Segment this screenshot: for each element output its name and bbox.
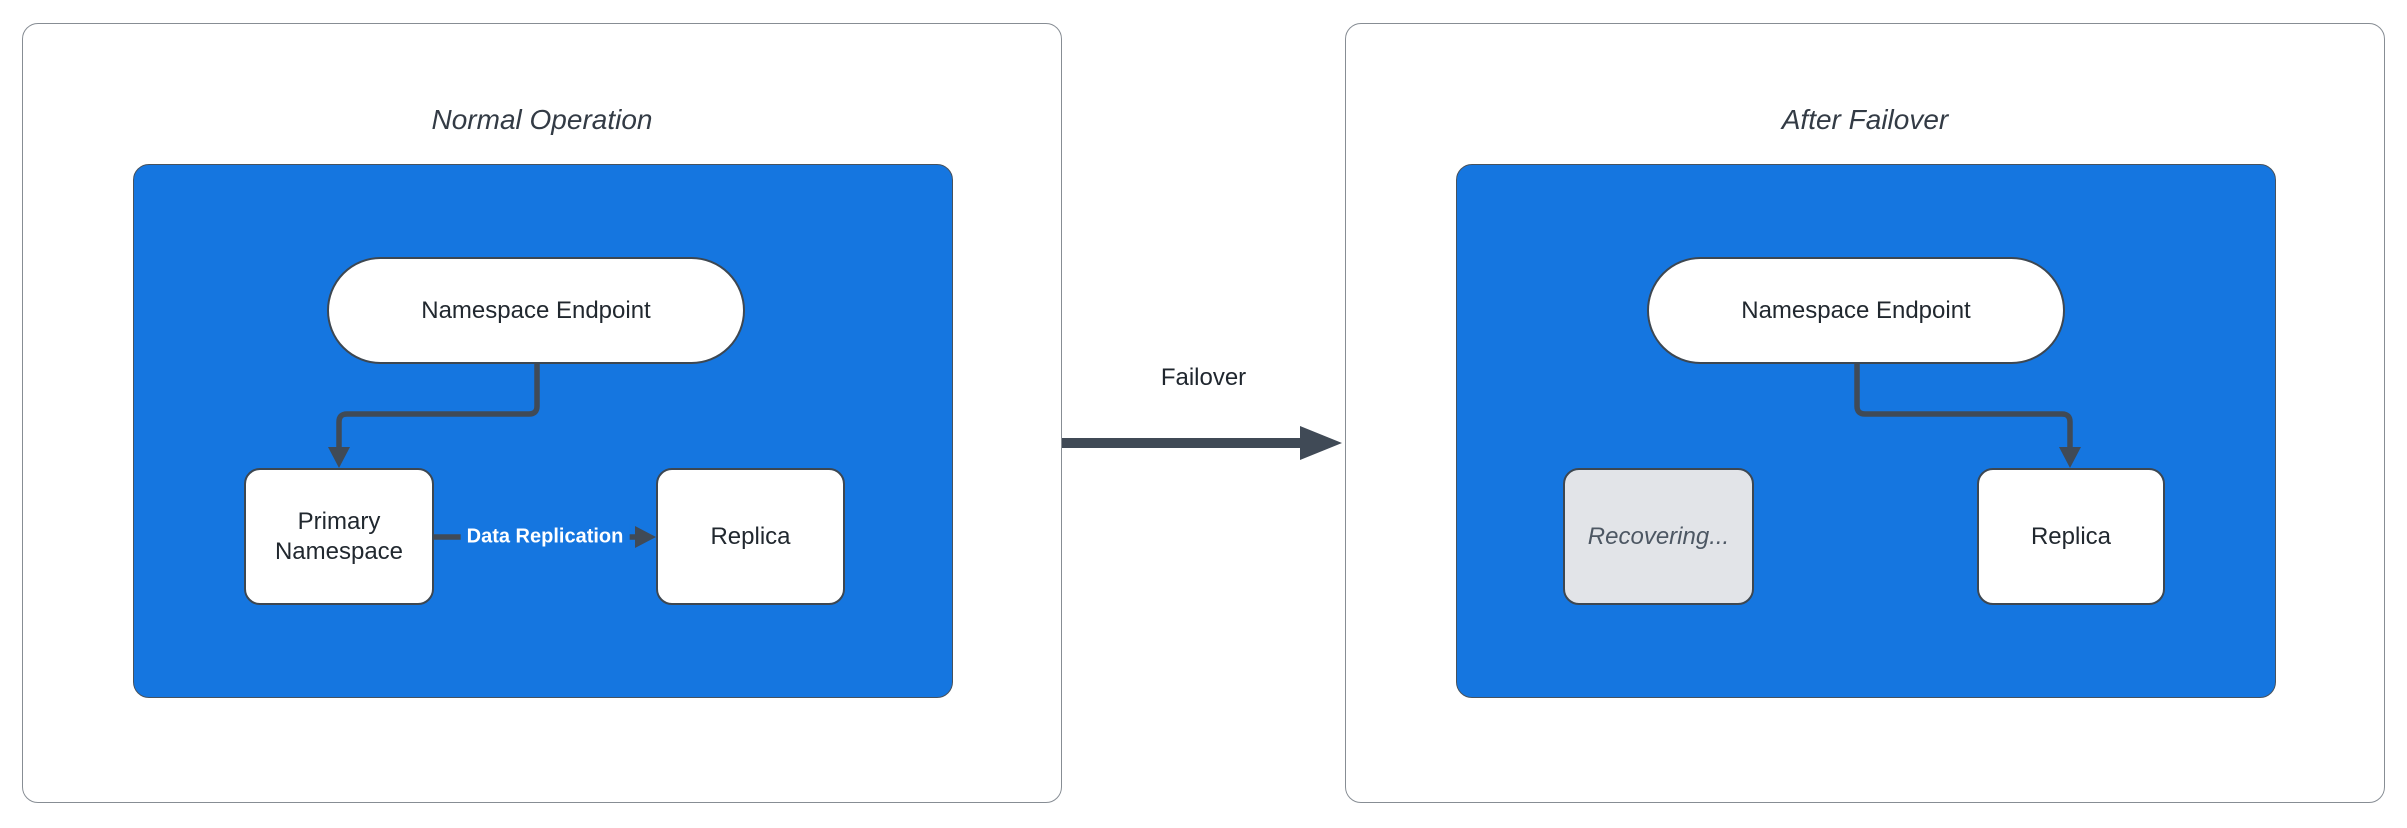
primary-namespace-node: Primary Namespace [244, 468, 434, 605]
data-replication-label: Data Replication [460, 523, 630, 551]
failover-transition: Failover [1062, 364, 1345, 465]
panel-after-failover: After Failover Namespace Endpoint Recove… [1345, 23, 2385, 803]
connector-endpoint-to-primary [328, 361, 656, 548]
replica-node: Replica [656, 468, 845, 605]
failover-label: Failover [1160, 364, 1247, 391]
arrowhead-down-icon [2059, 447, 2081, 468]
panel-normal-operation: Normal Operation Namespace Endpoint Prim… [22, 23, 1062, 803]
failover-arrowhead-icon [1300, 426, 1342, 460]
connector-path [1854, 361, 2073, 449]
namespace-cluster: Namespace Endpoint Recovering... Replica [1456, 164, 2276, 698]
arrowhead-right-icon [635, 526, 656, 548]
connector-endpoint-to-replica [1854, 361, 2081, 468]
namespace-endpoint-node: Namespace Endpoint [327, 257, 745, 364]
namespace-endpoint-node: Namespace Endpoint [1647, 257, 2065, 364]
panel-title: Normal Operation [431, 104, 653, 135]
failover-arrow [1062, 426, 1342, 460]
recovering-node: Recovering... [1563, 468, 1754, 605]
connector-path [336, 361, 540, 449]
replica-node: Replica [1977, 468, 2165, 605]
arrowhead-down-icon [328, 447, 350, 468]
panel-title: After Failover [1781, 104, 1949, 135]
namespace-cluster: Namespace Endpoint Primary Namespace Rep… [133, 164, 953, 698]
